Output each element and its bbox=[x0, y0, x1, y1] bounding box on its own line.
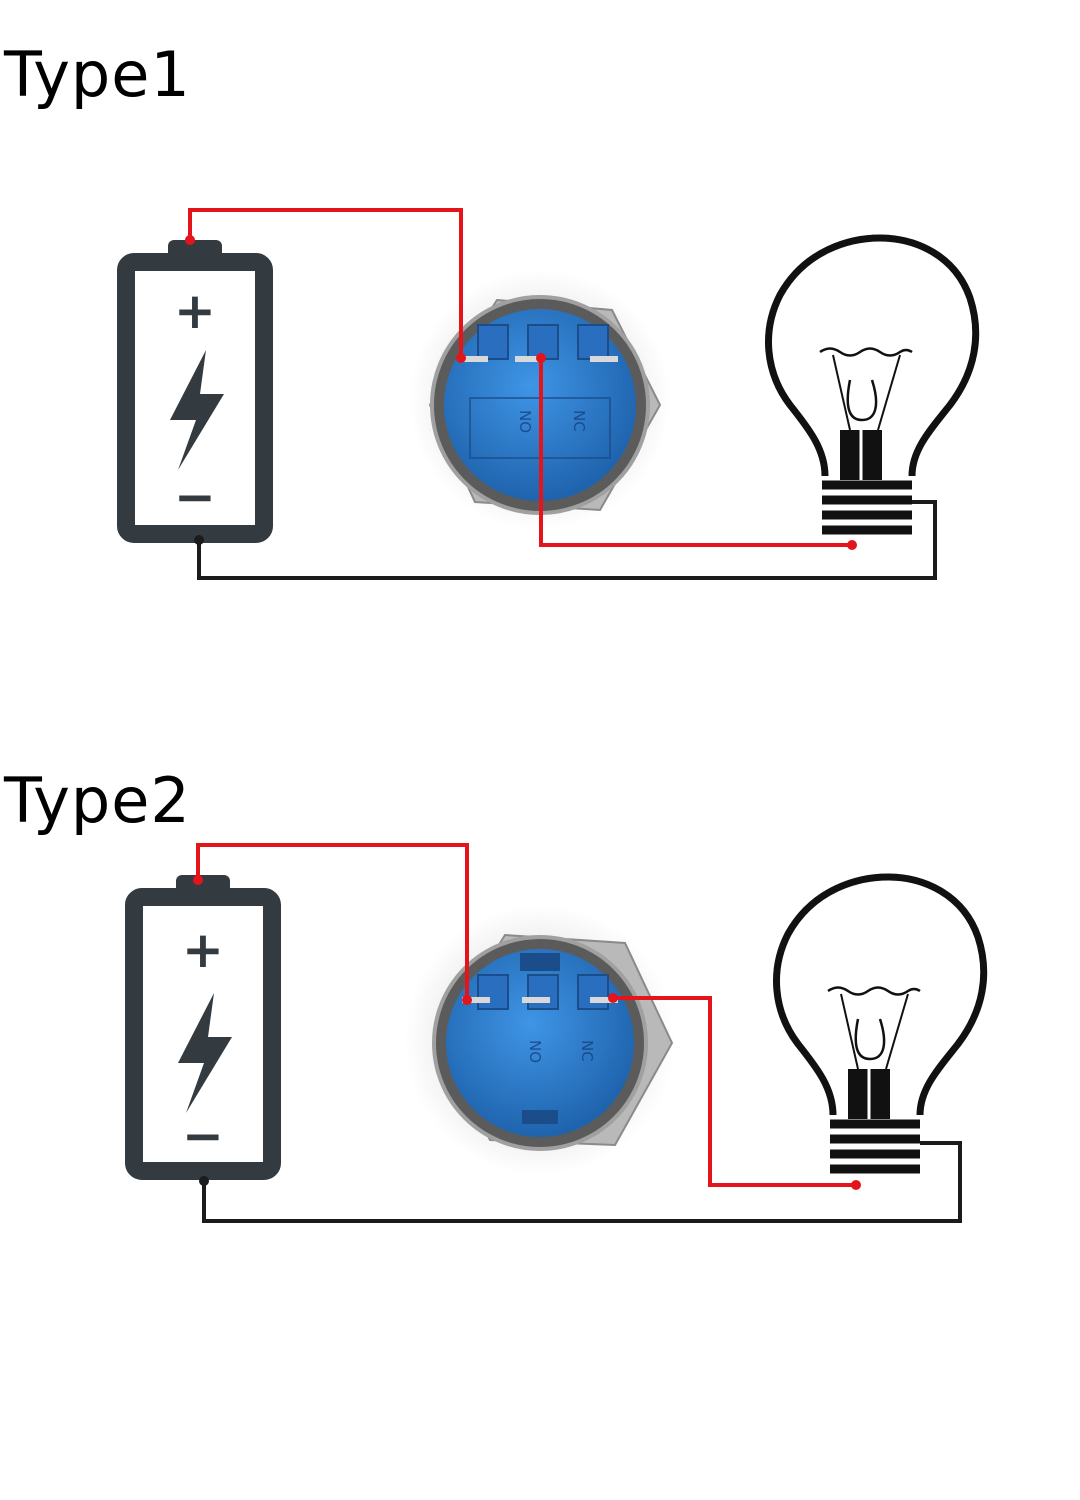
lightning-bolt-icon bbox=[178, 993, 232, 1113]
switch-pin-label-nc: NC bbox=[570, 410, 588, 432]
type2-wiring-diagram: + − NO NC bbox=[125, 843, 988, 1223]
push-button-switch-icon: NO NC bbox=[405, 905, 675, 1175]
wire-black bbox=[194, 500, 937, 580]
switch-pin-label-nc: NC bbox=[578, 1040, 596, 1062]
switch-pin-label-no: NO bbox=[516, 410, 534, 433]
type1-wiring-diagram: + − NO NC bbox=[117, 208, 980, 580]
battery-icon: + − bbox=[125, 875, 281, 1180]
battery-icon: + − bbox=[117, 240, 273, 543]
wire-red bbox=[185, 208, 857, 550]
light-bulb-icon bbox=[773, 873, 988, 1174]
type2-title: Type2 bbox=[4, 764, 191, 837]
lightning-bolt-icon bbox=[170, 350, 224, 470]
light-bulb-icon bbox=[765, 234, 980, 535]
battery-minus-sign: − bbox=[182, 1107, 224, 1165]
battery-minus-sign: − bbox=[174, 468, 216, 526]
wire-black bbox=[199, 1141, 962, 1223]
type1-title: Type1 bbox=[4, 38, 191, 111]
battery-plus-sign: + bbox=[182, 921, 224, 979]
switch-pin-label-no: NO bbox=[526, 1040, 544, 1063]
wire-red bbox=[193, 843, 861, 1190]
battery-plus-sign: + bbox=[174, 282, 216, 340]
